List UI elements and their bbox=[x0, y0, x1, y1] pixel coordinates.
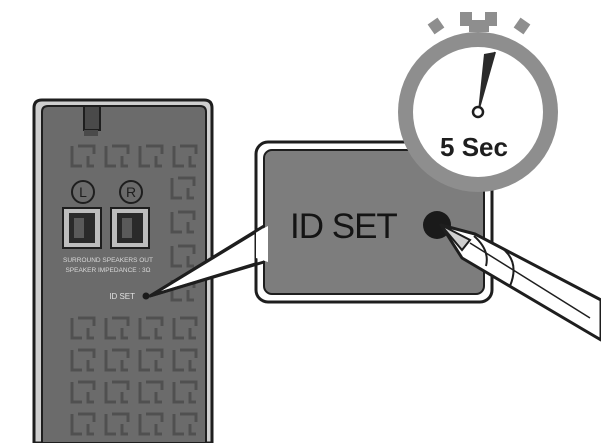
left-channel-label: L bbox=[79, 184, 87, 200]
vent-slot bbox=[138, 316, 164, 340]
callout-box: ID SET bbox=[149, 140, 494, 304]
right-channel-label: R bbox=[126, 184, 136, 200]
device-back-panel: L R SURROUND SPEAKERS OUT SPEAKER IMPEDA… bbox=[32, 98, 214, 445]
vent-slot bbox=[170, 176, 196, 200]
right-speaker-connector bbox=[110, 207, 150, 249]
id-set-small-button[interactable] bbox=[142, 292, 150, 300]
vent-slot bbox=[138, 144, 164, 168]
left-channel-marker: L bbox=[71, 180, 95, 204]
vent-slot bbox=[104, 412, 130, 436]
connector-caption-line1: SURROUND SPEAKERS OUT bbox=[63, 257, 153, 264]
vent-slot bbox=[70, 316, 96, 340]
vent-slot bbox=[172, 348, 198, 372]
id-set-small-label: ID SET bbox=[109, 292, 135, 301]
vent-slot bbox=[104, 380, 130, 404]
vent-slot bbox=[170, 210, 196, 234]
vent-slot bbox=[104, 348, 130, 372]
timer-duration-label: 5 Sec bbox=[440, 132, 508, 162]
connector-caption-line2: SPEAKER IMPEDANCE : 3Ω bbox=[65, 267, 150, 274]
vent-slot bbox=[172, 144, 198, 168]
vent-slot bbox=[172, 412, 198, 436]
right-channel-marker: R bbox=[119, 180, 143, 204]
vent-slot bbox=[138, 348, 164, 372]
vent-slot bbox=[70, 348, 96, 372]
vent-slot bbox=[104, 316, 130, 340]
vent-slot bbox=[172, 316, 198, 340]
vent-slot bbox=[70, 412, 96, 436]
vent-slot bbox=[70, 144, 96, 168]
vent-slot bbox=[70, 380, 96, 404]
pen-icon bbox=[439, 223, 601, 342]
left-speaker-connector bbox=[62, 207, 102, 249]
vent-slot bbox=[138, 380, 164, 404]
vent-grille bbox=[70, 144, 198, 436]
vent-slot bbox=[170, 244, 196, 268]
vent-slot bbox=[172, 380, 198, 404]
stopwatch-icon: 5 Sec bbox=[398, 12, 558, 192]
vent-slot bbox=[104, 144, 130, 168]
id-set-large-label: ID SET bbox=[290, 207, 397, 246]
vent-slot bbox=[138, 412, 164, 436]
